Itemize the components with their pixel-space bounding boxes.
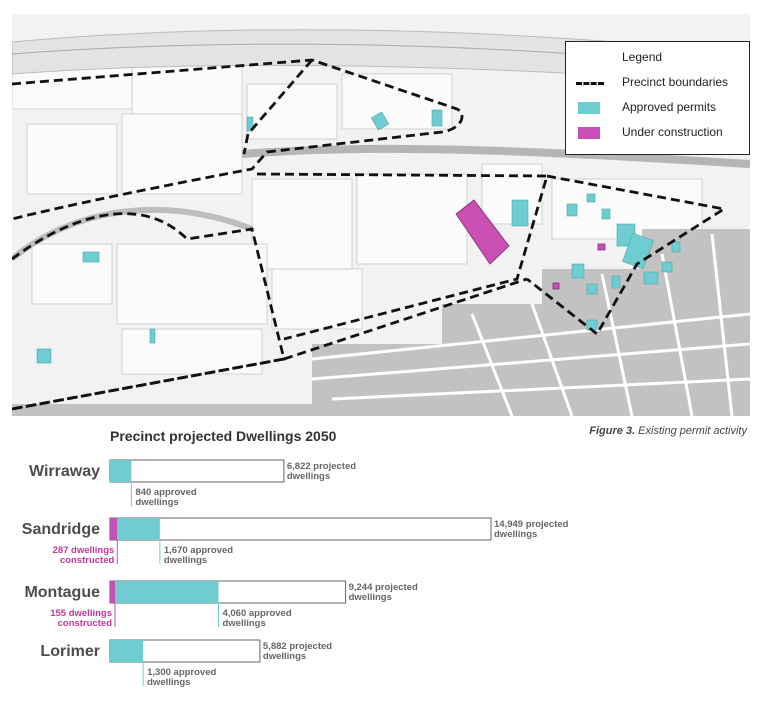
approved-bar [117,518,160,540]
constructed-bar [110,581,115,603]
projected-label: 14,949 projected [494,519,569,530]
map-graphic [12,29,750,416]
approved-swatch [578,102,600,114]
constructed-label: 155 dwellings [50,608,112,619]
precinct-boundaries [12,58,728,411]
map-legend: Legend Precinct boundaries Approved perm… [565,41,750,155]
map-streets [311,233,750,416]
legend-item-label: Approved permits [622,100,717,114]
projected-label: 5,882 projected [263,641,332,652]
legend-item-precinct-boundaries: Precinct boundaries [566,73,749,93]
category-label: Wirraway [29,463,100,480]
projected-bar [109,517,492,541]
approved-label: dwellings [222,618,265,629]
figure-number: Figure 3. [589,425,636,437]
constructed-label: constructed [60,555,115,566]
construction-swatch [578,127,600,139]
category-label: Montague [24,584,100,601]
category-label: Sandridge [22,521,100,538]
under-construction [455,199,606,290]
legend-title: Legend [622,50,663,64]
legend-title-row: Legend [566,48,749,68]
chart-title: Precinct projected Dwellings 2050 [110,428,337,444]
approved-label: dwellings [147,677,190,688]
approved-label: 840 approved [135,487,196,498]
dashed-line-swatch [576,82,604,85]
approved-label: dwellings [164,555,207,566]
projected-label: dwellings [263,651,306,662]
figure-caption: Figure 3. Existing permit activity [589,425,747,437]
projected-label: dwellings [287,471,330,482]
legend-item-under-construction: Under construction [566,123,749,143]
map-dense-texture [12,229,750,416]
projected-bar [109,459,285,483]
approved-label: 4,060 approved [222,608,291,619]
precinct-map: Legend Precinct boundaries Approved perm… [12,14,750,416]
approved-label: 1,300 approved [147,667,216,678]
constructed-label: constructed [58,618,113,629]
projected-label: dwellings [349,592,392,603]
projected-label: 9,244 projected [349,582,418,593]
projected-label: dwellings [494,529,537,540]
approved-bar [115,581,219,603]
category-label: Lorimer [40,643,100,660]
constructed-label: 287 dwellings [53,545,115,556]
figure-text: Existing permit activity [635,425,747,437]
approved-bar [110,640,144,662]
approved-bar [110,460,132,482]
legend-item-label: Under construction [622,125,723,139]
map-parcels [12,53,703,375]
constructed-bar [110,518,118,540]
projected-label: 6,822 projected [287,461,356,472]
legend-item-label: Precinct boundaries [622,75,729,89]
legend-item-approved-permits: Approved permits [566,98,749,118]
approved-label: dwellings [135,497,178,508]
approved-label: 1,670 approved [164,545,233,556]
